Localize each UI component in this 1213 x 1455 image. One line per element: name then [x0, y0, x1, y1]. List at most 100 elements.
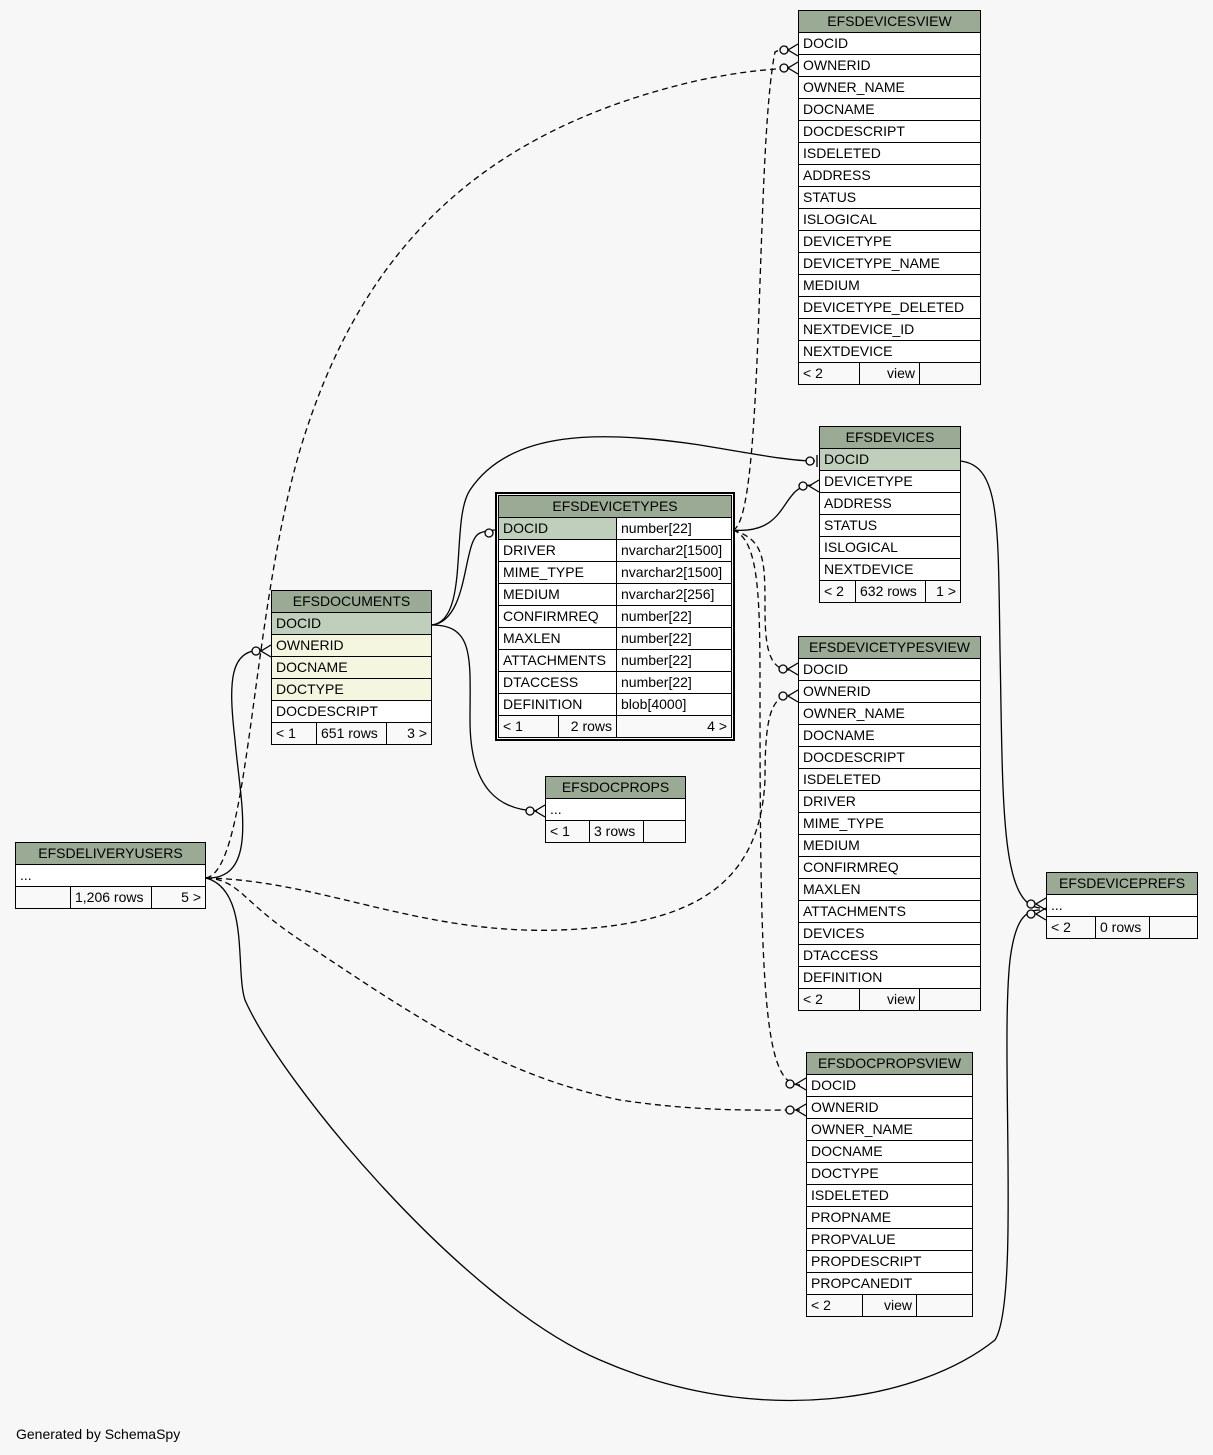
column-docid[interactable]: DOCID: [797, 32, 982, 55]
parents-count[interactable]: < 2: [819, 580, 856, 603]
column-confirmreq[interactable]: CONFIRMREQ: [797, 856, 982, 879]
column-islogical[interactable]: ISLOGICAL: [818, 536, 962, 559]
column-medium[interactable]: MEDIUM: [797, 274, 982, 297]
parents-count[interactable]: < 1: [545, 820, 590, 843]
column-address[interactable]: ADDRESS: [797, 164, 982, 187]
table-efsdocuments[interactable]: EFSDOCUMENTS DOCID OWNERID DOCNAME DOCTY…: [270, 590, 433, 745]
table-efsdevicesview[interactable]: EFSDEVICESVIEW DOCID OWNERID OWNER_NAME …: [797, 10, 982, 385]
column-ellipsis[interactable]: ...: [544, 798, 687, 821]
children-count[interactable]: 1 >: [924, 580, 962, 603]
column-docid[interactable]: DOCID: [818, 448, 962, 471]
column-devicetype-deleted[interactable]: DEVICETYPE_DELETED: [797, 296, 982, 319]
children-count[interactable]: [642, 820, 687, 843]
table-title[interactable]: EFSDOCPROPS: [544, 776, 687, 799]
table-efsdeviceprefs[interactable]: EFSDEVICEPREFS ... < 2 0 rows: [1045, 872, 1199, 939]
table-efsdevicetypesview[interactable]: EFSDEVICETYPESVIEW DOCID OWNERID OWNER_N…: [797, 636, 982, 1011]
column-nextdevice[interactable]: NEXTDEVICE: [797, 340, 982, 363]
column-ownerid[interactable]: OWNERID: [805, 1096, 974, 1119]
column-docid[interactable]: DOCID: [805, 1074, 974, 1097]
column-ownerid[interactable]: OWNERID: [797, 54, 982, 77]
column-owner-name[interactable]: OWNER_NAME: [797, 76, 982, 99]
children-count[interactable]: 3 >: [385, 722, 433, 745]
column-driver[interactable]: DRIVER: [498, 539, 617, 562]
column-propvalue[interactable]: PROPVALUE: [805, 1228, 974, 1251]
column-ellipsis[interactable]: ...: [15, 864, 206, 887]
parents-count[interactable]: < 2: [806, 1294, 863, 1317]
column-nextdevice-id[interactable]: NEXTDEVICE_ID: [797, 318, 982, 341]
column-docname[interactable]: DOCNAME: [797, 98, 982, 121]
column-docdescript[interactable]: DOCDESCRIPT: [797, 746, 982, 769]
column-owner-name[interactable]: OWNER_NAME: [797, 702, 982, 725]
column-docdescript[interactable]: DOCDESCRIPT: [270, 700, 433, 723]
table-title[interactable]: EFSDELIVERYUSERS: [15, 842, 206, 865]
parents-count[interactable]: < 2: [798, 362, 860, 385]
table-efsdocprops[interactable]: EFSDOCPROPS ... < 1 3 rows: [544, 776, 687, 843]
children-count[interactable]: [1148, 916, 1199, 939]
column-ellipsis[interactable]: ...: [1045, 894, 1199, 917]
column-devicetype-name[interactable]: DEVICETYPE_NAME: [797, 252, 982, 275]
column-medium[interactable]: MEDIUM: [797, 834, 982, 857]
column-attachments[interactable]: ATTACHMENTS: [498, 649, 617, 672]
children-count[interactable]: 5 >: [151, 886, 206, 909]
column-propcanedit[interactable]: PROPCANEDIT: [805, 1272, 974, 1295]
parents-count[interactable]: < 1: [271, 722, 317, 745]
column-doctype[interactable]: DOCTYPE: [270, 678, 433, 701]
column-devicetype[interactable]: DEVICETYPE: [797, 230, 982, 253]
column-maxlen[interactable]: MAXLEN: [797, 878, 982, 901]
marker-crowfoot: [1034, 907, 1047, 921]
column-definition[interactable]: DEFINITION: [797, 966, 982, 989]
column-docid[interactable]: DOCID: [498, 517, 617, 540]
children-count[interactable]: 4 >: [615, 715, 733, 738]
column-propname[interactable]: PROPNAME: [805, 1206, 974, 1229]
column-definition[interactable]: DEFINITION: [498, 693, 617, 716]
column-isdeleted[interactable]: ISDELETED: [797, 768, 982, 791]
column-propdescript[interactable]: PROPDESCRIPT: [805, 1250, 974, 1273]
column-nextdevice[interactable]: NEXTDEVICE: [818, 558, 962, 581]
table-title[interactable]: EFSDEVICEPREFS: [1045, 872, 1199, 895]
table-title[interactable]: EFSDEVICETYPESVIEW: [797, 636, 982, 659]
column-ownerid[interactable]: OWNERID: [797, 680, 982, 703]
column-driver[interactable]: DRIVER: [797, 790, 982, 813]
column-docdescript[interactable]: DOCDESCRIPT: [797, 120, 982, 143]
column-docid[interactable]: DOCID: [270, 612, 433, 635]
table-title[interactable]: EFSDOCUMENTS: [270, 590, 433, 613]
column-address[interactable]: ADDRESS: [818, 492, 962, 515]
parents-count[interactable]: [15, 886, 71, 909]
column-owner-name[interactable]: OWNER_NAME: [805, 1118, 974, 1141]
column-mime-type[interactable]: MIME_TYPE: [797, 812, 982, 835]
column-devicetype[interactable]: DEVICETYPE: [818, 470, 962, 493]
column-islogical[interactable]: ISLOGICAL: [797, 208, 982, 231]
table-title[interactable]: EFSDEVICES: [818, 426, 962, 449]
column-docname[interactable]: DOCNAME: [270, 656, 433, 679]
column-status[interactable]: STATUS: [818, 514, 962, 537]
column-isdeleted[interactable]: ISDELETED: [797, 142, 982, 165]
children-count[interactable]: [918, 988, 982, 1011]
column-maxlen[interactable]: MAXLEN: [498, 627, 617, 650]
column-status[interactable]: STATUS: [797, 186, 982, 209]
column-attachments[interactable]: ATTACHMENTS: [797, 900, 982, 923]
column-docname[interactable]: DOCNAME: [805, 1140, 974, 1163]
table-efsdevices[interactable]: EFSDEVICES DOCID DEVICETYPE ADDRESS STAT…: [818, 426, 962, 603]
table-efsdocpropsview[interactable]: EFSDOCPROPSVIEW DOCID OWNERID OWNER_NAME…: [805, 1052, 974, 1317]
column-medium[interactable]: MEDIUM: [498, 583, 617, 606]
column-isdeleted[interactable]: ISDELETED: [805, 1184, 974, 1207]
column-mime-type[interactable]: MIME_TYPE: [498, 561, 617, 584]
column-dtaccess[interactable]: DTACCESS: [797, 944, 982, 967]
parents-count[interactable]: < 2: [1046, 916, 1096, 939]
table-title[interactable]: EFSDOCPROPSVIEW: [805, 1052, 974, 1075]
parents-count[interactable]: < 2: [798, 988, 860, 1011]
table-title[interactable]: EFSDEVICESVIEW: [797, 10, 982, 33]
table-title[interactable]: EFSDEVICETYPES: [497, 495, 733, 518]
column-docid[interactable]: DOCID: [797, 658, 982, 681]
column-confirmreq[interactable]: CONFIRMREQ: [498, 605, 617, 628]
children-count[interactable]: [915, 1294, 974, 1317]
column-docname[interactable]: DOCNAME: [797, 724, 982, 747]
children-count[interactable]: [918, 362, 982, 385]
column-devices[interactable]: DEVICES: [797, 922, 982, 945]
column-doctype[interactable]: DOCTYPE: [805, 1162, 974, 1185]
table-efsdeliveryusers[interactable]: EFSDELIVERYUSERS ... 1,206 rows 5 >: [15, 842, 206, 909]
parents-count[interactable]: < 1: [498, 715, 559, 738]
column-dtaccess[interactable]: DTACCESS: [498, 671, 617, 694]
column-ownerid[interactable]: OWNERID: [270, 634, 433, 657]
